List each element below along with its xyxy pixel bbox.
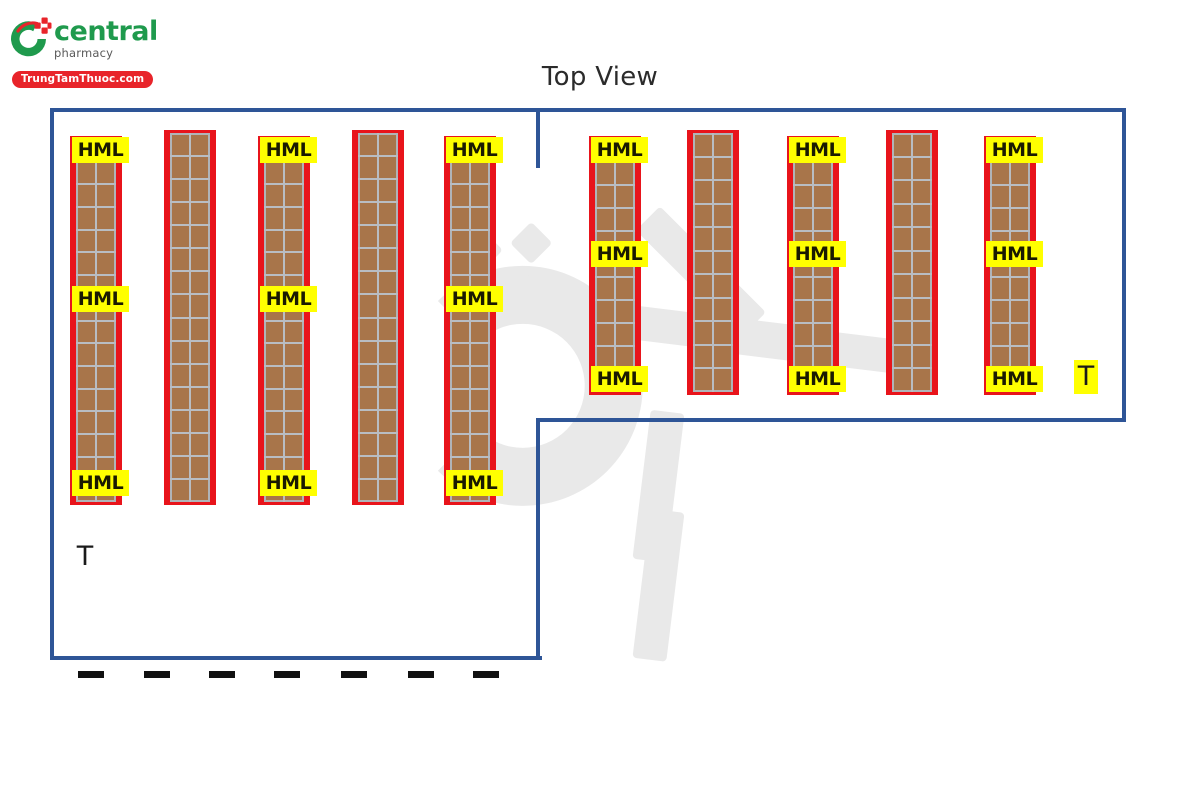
hml-zone-label: HML bbox=[72, 286, 129, 312]
central-pharmacy-logo-icon bbox=[6, 16, 52, 62]
hml-zone-label: HML bbox=[789, 137, 846, 163]
hml-zone-label: HML bbox=[591, 137, 648, 163]
rack-left-3[interactable] bbox=[258, 136, 310, 505]
dock-dash-5 bbox=[341, 671, 367, 678]
marker-left-t: T bbox=[76, 541, 94, 572]
rack-right-2[interactable] bbox=[687, 130, 739, 395]
right-top-wall bbox=[538, 108, 1126, 112]
hml-zone-label: HML bbox=[260, 286, 317, 312]
page-title: Top View bbox=[541, 62, 659, 92]
hml-zone-label: HML bbox=[789, 366, 846, 392]
logo-brand-text: central bbox=[54, 16, 158, 47]
hml-zone-label: HML bbox=[72, 470, 129, 496]
rack-cells bbox=[170, 133, 210, 502]
dock-dash-3 bbox=[209, 671, 235, 678]
dock-dash-4 bbox=[274, 671, 300, 678]
hml-zone-label: HML bbox=[986, 137, 1043, 163]
logo-site-badge: TrungTamThuoc.com bbox=[12, 71, 154, 88]
rack-cells bbox=[264, 139, 304, 502]
left-bottom-wall bbox=[50, 656, 542, 660]
hml-zone-label: HML bbox=[986, 241, 1043, 267]
hml-zone-label: HML bbox=[72, 137, 129, 163]
rack-cells bbox=[450, 139, 490, 502]
left-left-wall bbox=[50, 108, 54, 660]
hml-zone-label: HML bbox=[260, 470, 317, 496]
rack-cells bbox=[892, 133, 932, 392]
hml-zone-label: HML bbox=[446, 137, 503, 163]
divider-stub bbox=[536, 108, 540, 168]
rack-cells bbox=[358, 133, 398, 502]
dock-dash-2 bbox=[144, 671, 170, 678]
rack-right-4[interactable] bbox=[886, 130, 938, 395]
dock-dash-6 bbox=[408, 671, 434, 678]
hml-zone-label: HML bbox=[260, 137, 317, 163]
dock-dash-7 bbox=[473, 671, 499, 678]
right-bottom-wall bbox=[536, 418, 1126, 422]
logo-sub-text: pharmacy bbox=[54, 46, 114, 60]
hml-zone-label: HML bbox=[446, 286, 503, 312]
right-right-wall bbox=[1122, 108, 1126, 422]
hml-zone-label: HML bbox=[986, 366, 1043, 392]
left-right-wall bbox=[536, 418, 540, 660]
watermark bbox=[330, 120, 970, 680]
hml-zone-label: HML bbox=[789, 241, 846, 267]
rack-cells bbox=[76, 139, 116, 502]
rack-cells bbox=[693, 133, 733, 392]
hml-zone-label: HML bbox=[591, 366, 648, 392]
rack-left-5[interactable] bbox=[444, 136, 496, 505]
hml-zone-label: HML bbox=[446, 470, 503, 496]
hml-zone-label: HML bbox=[591, 241, 648, 267]
brand-logo: central pharmacy TrungTamThuoc.com bbox=[6, 14, 158, 88]
dock-dash-1 bbox=[78, 671, 104, 678]
rack-left-2[interactable] bbox=[164, 130, 216, 505]
marker-right-t: T bbox=[1074, 360, 1098, 394]
left-top-wall bbox=[50, 108, 542, 112]
rack-left-4[interactable] bbox=[352, 130, 404, 505]
rack-left-1[interactable] bbox=[70, 136, 122, 505]
